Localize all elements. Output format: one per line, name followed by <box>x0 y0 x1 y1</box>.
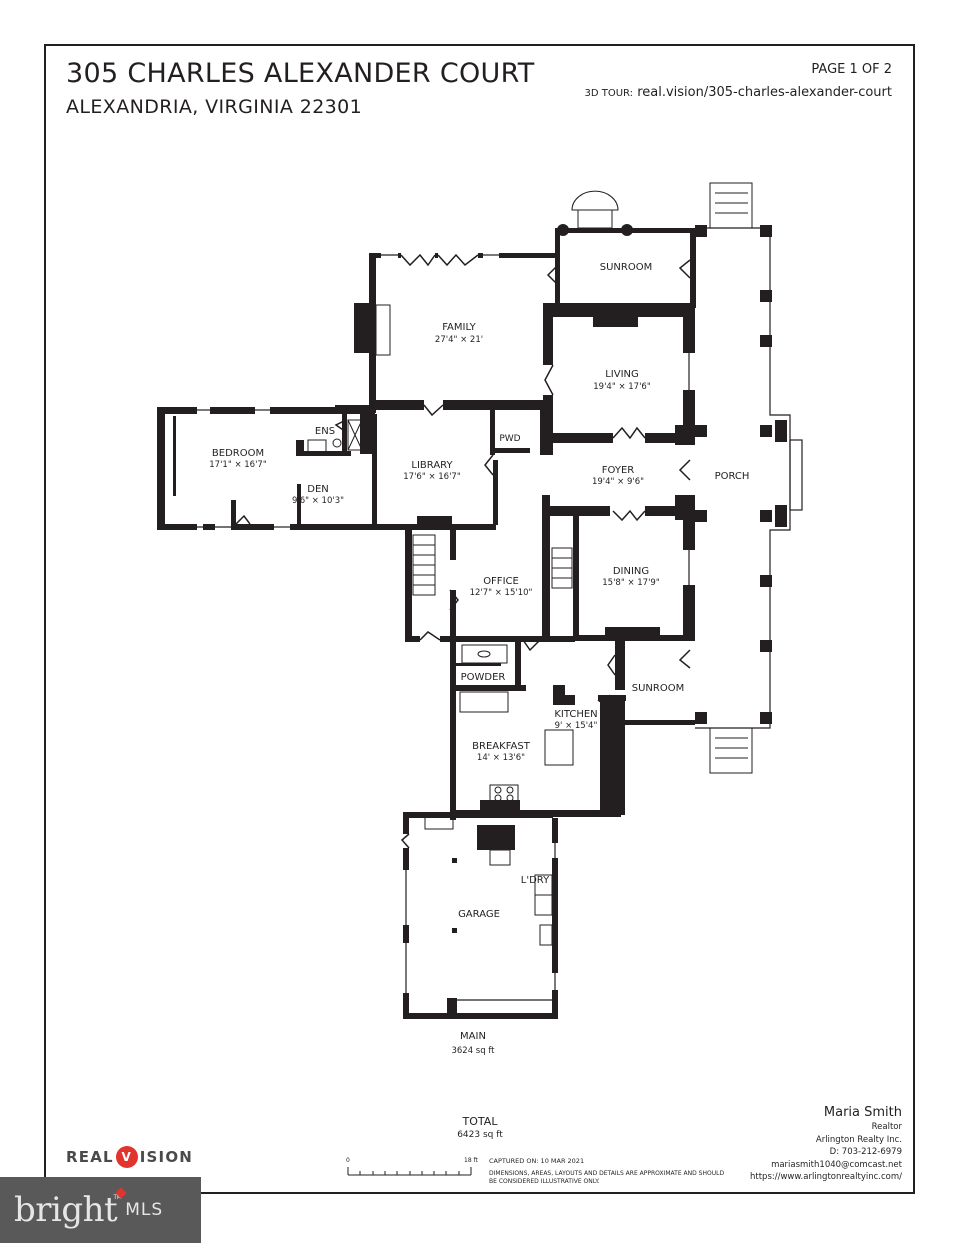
bright-mls-text: MLS <box>125 1200 164 1220</box>
page-frame <box>44 44 915 1194</box>
property-address: 305 CHARLES ALEXANDER COURT <box>66 58 535 89</box>
svg-text:L'DRY: L'DRY <box>521 875 550 886</box>
svg-text:KITCHEN: KITCHEN <box>554 709 597 720</box>
tour-url[interactable]: real.vision/305-charles-alexander-court <box>637 85 892 100</box>
trademark-icon: TM <box>113 1194 122 1201</box>
agent-title: Realtor <box>871 1122 902 1132</box>
svg-text:LIBRARY: LIBRARY <box>411 460 453 471</box>
svg-text:9'6" × 10'3": 9'6" × 10'3" <box>292 496 344 506</box>
svg-text:BEDROOM: BEDROOM <box>212 448 264 459</box>
disclaimer: DIMENSIONS, AREAS, LAYOUTS AND DETAILS A… <box>489 1170 725 1185</box>
fixtures <box>307 419 574 946</box>
svg-text:PORCH: PORCH <box>715 471 750 482</box>
scale-start: 0 <box>346 1157 350 1164</box>
property-city: ALEXANDRIA, VIRGINIA 22301 <box>66 96 363 118</box>
svg-text:17'6" × 16'7": 17'6" × 16'7" <box>403 472 461 482</box>
scale-end: 18 ft <box>464 1157 478 1164</box>
svg-text:PWD: PWD <box>499 434 520 444</box>
svg-text:OFFICE: OFFICE <box>483 576 519 587</box>
room-labels: BEDROOM 17'1" × 16'7" ENS DEN 9'6" × 10'… <box>209 262 749 920</box>
porch-outline <box>695 227 803 729</box>
svg-text:19'4" × 17'6": 19'4" × 17'6" <box>593 382 651 392</box>
realvision-right: ISION <box>139 1148 194 1166</box>
tour-prefix: 3D TOUR: <box>584 88 634 99</box>
realvision-left: REAL <box>66 1148 114 1166</box>
svg-text:9' × 15'4": 9' × 15'4" <box>555 721 598 731</box>
porch-columns <box>557 224 787 724</box>
svg-text:DINING: DINING <box>613 566 649 577</box>
svg-text:15'8" × 17'9": 15'8" × 17'9" <box>602 578 660 588</box>
agent-info: Maria Smith Realtor Arlington Realty Inc… <box>750 1105 902 1184</box>
svg-text:SUNROOM: SUNROOM <box>600 262 652 273</box>
svg-text:17'1" × 16'7": 17'1" × 16'7" <box>209 460 267 470</box>
svg-text:GARAGE: GARAGE <box>458 909 500 920</box>
agent-phone[interactable]: D: 703-212-6979 <box>829 1147 902 1157</box>
agent-website[interactable]: https://www.arlingtonrealtyinc.com/ <box>750 1172 902 1182</box>
doors <box>235 253 691 849</box>
realvision-v-icon: V <box>115 1146 138 1168</box>
agent-email[interactable]: mariasmith1040@comcast.net <box>771 1159 902 1170</box>
stairs <box>412 182 753 774</box>
agent-company: Arlington Realty Inc. <box>815 1134 902 1145</box>
svg-text:DEN: DEN <box>307 484 329 495</box>
floor-area: 3624 sq ft <box>451 1046 495 1056</box>
scale-bar <box>347 1167 472 1176</box>
svg-text:12'7" × 15'10": 12'7" × 15'10" <box>470 588 533 598</box>
svg-text:FAMILY: FAMILY <box>442 322 476 333</box>
svg-text:ENS: ENS <box>315 426 335 437</box>
windows <box>165 229 690 1001</box>
total-area: 6423 sq ft <box>457 1130 503 1140</box>
svg-text:FOYER: FOYER <box>602 465 635 476</box>
svg-text:27'4" × 21': 27'4" × 21' <box>435 335 483 345</box>
agent-name: Maria Smith <box>823 1105 902 1120</box>
svg-text:POWDER: POWDER <box>461 672 506 683</box>
svg-text:SUNROOM: SUNROOM <box>632 683 684 694</box>
svg-text:19'4" × 9'6": 19'4" × 9'6" <box>592 477 644 487</box>
walls <box>157 228 696 1019</box>
captured-date: CAPTURED ON: 10 MAR 2021 <box>489 1157 585 1165</box>
page-indicator: PAGE 1 OF 2 <box>811 62 892 77</box>
svg-text:LIVING: LIVING <box>605 369 639 380</box>
floor-name: MAIN <box>460 1031 486 1042</box>
svg-text:BREAKFAST: BREAKFAST <box>472 741 531 752</box>
tour-link[interactable]: 3D TOUR: real.vision/305-charles-alexand… <box>585 85 893 100</box>
realvision-logo: REAL V ISION <box>66 1146 193 1168</box>
svg-text:14' × 13'6": 14' × 13'6" <box>477 753 525 763</box>
total-label: TOTAL <box>462 1115 498 1128</box>
